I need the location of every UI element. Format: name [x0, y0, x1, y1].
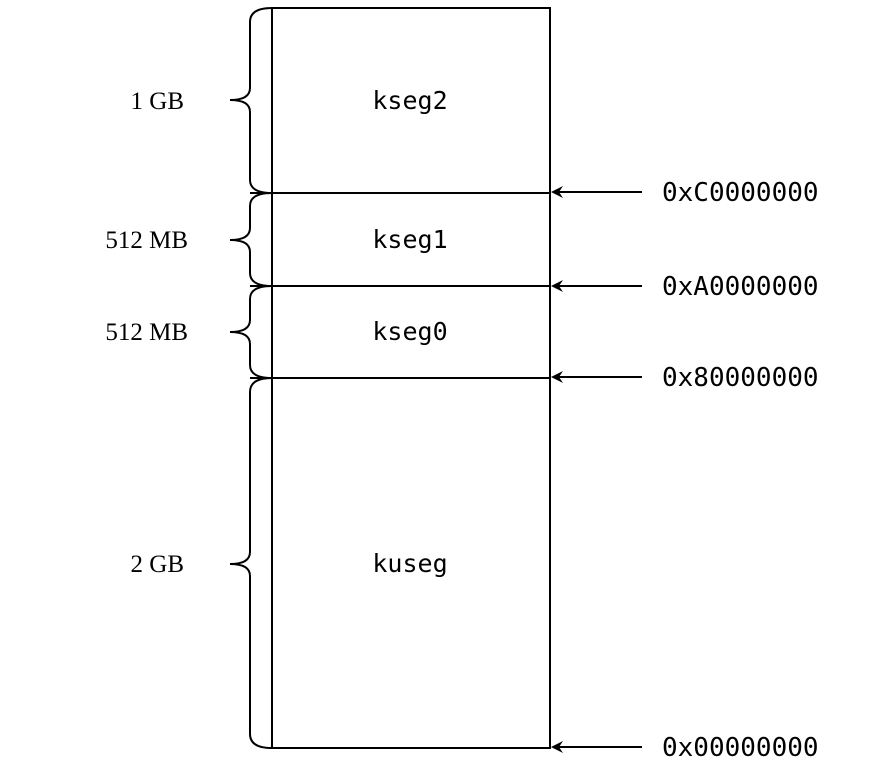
- segment-name-kuseg: kuseg: [372, 549, 447, 578]
- brace-kseg0: [229, 285, 273, 379]
- size-label-kuseg: 2 GB: [131, 551, 184, 578]
- segment-name-kseg2: kseg2: [372, 86, 447, 115]
- address-label-0xa0000000: 0xA0000000: [662, 272, 819, 302]
- brace-kuseg: [229, 377, 273, 749]
- brace-kseg1: [229, 192, 273, 287]
- address-label-0xc0000000: 0xC0000000: [662, 178, 819, 208]
- address-label-0x80000000: 0x80000000: [662, 363, 819, 393]
- segment-name-kseg1: kseg1: [372, 225, 447, 254]
- brace-kseg2: [229, 7, 273, 194]
- size-label-kseg0: 512 MB: [105, 319, 188, 346]
- address-label-0x00000000: 0x00000000: [662, 733, 819, 763]
- size-label-kseg1: 512 MB: [105, 227, 188, 254]
- segment-name-kseg0: kseg0: [372, 317, 447, 346]
- size-label-kseg2: 1 GB: [131, 88, 184, 115]
